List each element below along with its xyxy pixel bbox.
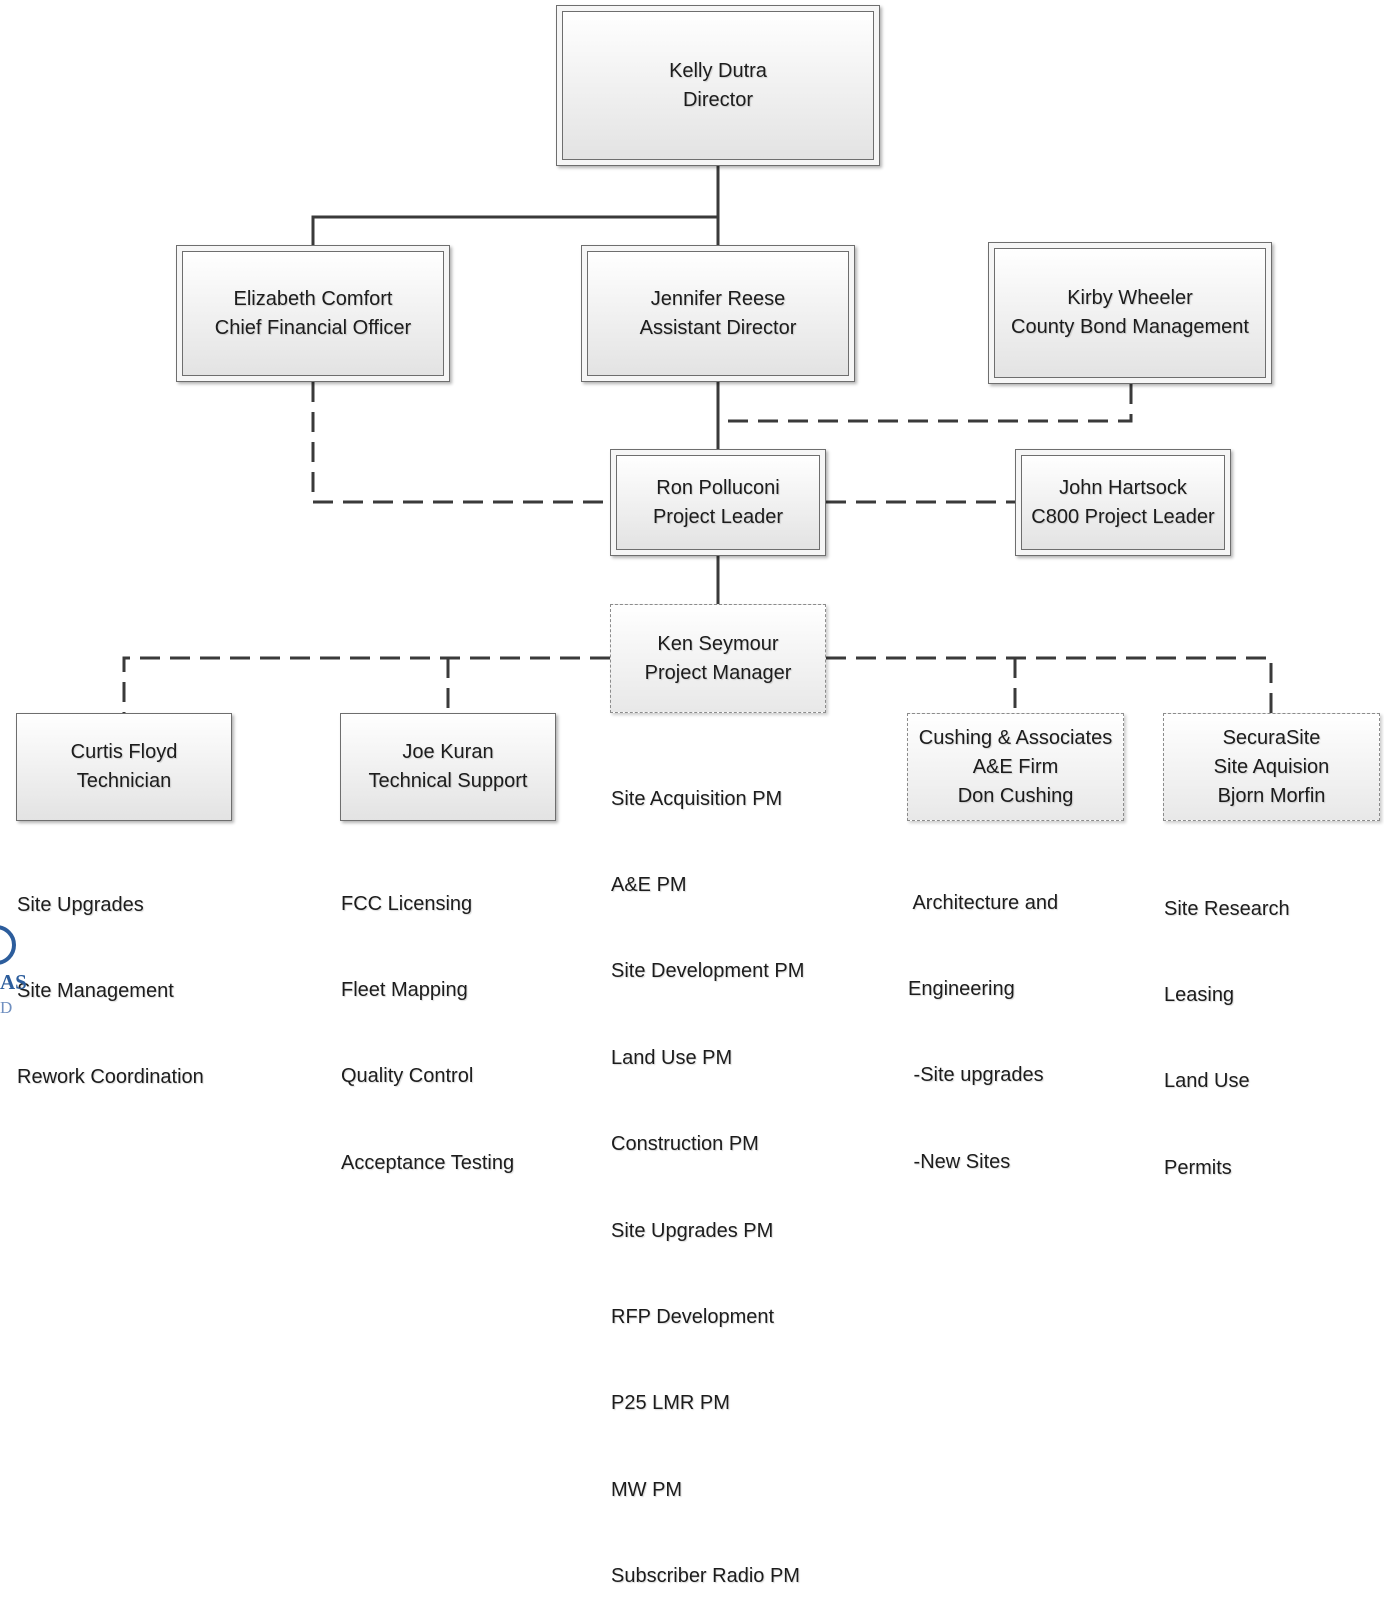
assistant-director-box-inner: Jennifer Reese Assistant Director xyxy=(587,251,849,376)
assistant-director-title: Assistant Director xyxy=(639,316,797,339)
list-item: Quality Control xyxy=(341,1065,474,1088)
list-item: A&E PM xyxy=(611,873,687,896)
c800-project-leader-title: C800 Project Leader xyxy=(1031,505,1215,528)
ae-firm-company: Cushing & Associates xyxy=(918,726,1113,749)
technical-support-title: Technical Support xyxy=(368,770,528,792)
ae-firm-responsibilities: Architecture and Engineering -Site upgra… xyxy=(908,831,1058,1205)
dashed-connector-technician xyxy=(122,656,610,713)
ae-firm-title: A&E Firm xyxy=(972,755,1059,778)
dashed-connector-site-acquisition-firm xyxy=(826,656,1273,713)
list-item: Engineering xyxy=(908,977,1015,1000)
technical-support-name: Joe Kuran xyxy=(402,741,494,763)
assistant-director-box: Jennifer Reese Assistant Director xyxy=(581,245,855,382)
director-box-inner: Kelly Dutra Director xyxy=(562,11,874,160)
project-manager-title: Project Manager xyxy=(644,661,792,684)
cfo-name: Elizabeth Comfort xyxy=(233,287,393,310)
site-acquisition-firm-title: Site Aquision xyxy=(1213,755,1330,778)
list-item: Subscriber Radio PM xyxy=(611,1565,800,1588)
logo-text-top: AS xyxy=(0,970,27,994)
bond-management-name: Kirby Wheeler xyxy=(1067,287,1193,309)
site-acquisition-firm-contact: Bjorn Morfin xyxy=(1217,784,1326,807)
list-item: RFP Development xyxy=(611,1305,775,1328)
list-item: Site Management xyxy=(17,979,174,1002)
technical-support-box: Joe Kuran Technical Support xyxy=(340,713,556,821)
site-acquisition-firm-company: SecuraSite xyxy=(1222,726,1321,749)
ae-firm-box: Cushing & Associates A&E Firm Don Cushin… xyxy=(907,713,1124,821)
ae-firm-contact: Don Cushing xyxy=(957,784,1074,807)
dashed-connector-cfo-to-project-leader xyxy=(311,382,610,504)
list-item: Land Use xyxy=(1164,1070,1250,1093)
list-item: Land Use PM xyxy=(611,1046,733,1069)
project-manager-responsibilities: Site Acquisition PM A&E PM Site Developm… xyxy=(611,727,804,1620)
bond-management-box: Kirby Wheeler County Bond Management xyxy=(988,242,1272,384)
list-item: Permits xyxy=(1164,1156,1232,1179)
list-item: Site Development PM xyxy=(611,960,805,983)
list-item: Leasing xyxy=(1164,983,1235,1006)
director-box: Kelly Dutra Director xyxy=(556,5,880,166)
list-item: Site Acquisition PM xyxy=(611,787,783,810)
list-item: P25 LMR PM xyxy=(611,1392,730,1415)
technician-box: Curtis Floyd Technician xyxy=(16,713,232,821)
assistant-director-name: Jennifer Reese xyxy=(650,287,786,310)
list-item: -Site upgrades xyxy=(908,1064,1044,1087)
project-leader-name: Ron Polluconi xyxy=(656,476,780,499)
connector-director-to-cfo xyxy=(311,215,718,245)
c800-project-leader-name: John Hartsock xyxy=(1059,476,1187,499)
project-leader-box: Ron Polluconi Project Leader xyxy=(610,449,826,556)
list-item: Site Research xyxy=(1164,897,1290,920)
list-item: FCC Licensing xyxy=(341,892,473,915)
c800-project-leader-box: John Hartsock C800 Project Leader xyxy=(1015,449,1231,556)
list-item: Rework Coordination xyxy=(17,1066,204,1089)
site-acquisition-firm-box: SecuraSite Site Aquision Bjorn Morfin xyxy=(1163,713,1380,821)
c800-project-leader-box-inner: John Hartsock C800 Project Leader xyxy=(1021,455,1225,550)
technician-title: Technician xyxy=(76,770,172,792)
bond-management-box-inner: Kirby Wheeler County Bond Management xyxy=(994,248,1266,378)
project-manager-box: Ken Seymour Project Manager xyxy=(610,604,826,713)
cfo-title: Chief Financial Officer xyxy=(214,316,412,339)
site-acquisition-firm-responsibilities: Site Research Leasing Land Use Permits xyxy=(1164,837,1290,1211)
cfo-box-inner: Elizabeth Comfort Chief Financial Office… xyxy=(182,251,444,376)
org-chart-connectors xyxy=(122,166,1273,713)
organization-logo: AS D xyxy=(0,925,27,1016)
cfo-box: Elizabeth Comfort Chief Financial Office… xyxy=(176,245,450,382)
list-item: Site Upgrades PM xyxy=(611,1219,774,1242)
bond-management-title: County Bond Management xyxy=(1011,316,1249,338)
technician-name: Curtis Floyd xyxy=(70,741,178,763)
logo-text-bottom: D xyxy=(0,998,12,1016)
list-item: Acceptance Testing xyxy=(341,1151,515,1174)
technical-support-responsibilities: FCC Licensing Fleet Mapping Quality Cont… xyxy=(341,832,514,1206)
project-leader-title: Project Leader xyxy=(652,505,784,528)
project-leader-box-inner: Ron Polluconi Project Leader xyxy=(616,455,820,550)
list-item: MW PM xyxy=(611,1478,683,1501)
logo-ring-icon xyxy=(0,925,16,965)
list-item: Fleet Mapping xyxy=(341,978,468,1001)
list-item: Construction PM xyxy=(611,1133,759,1156)
list-item: Site Upgrades xyxy=(17,893,144,916)
director-title: Director xyxy=(682,88,753,111)
director-name: Kelly Dutra xyxy=(669,59,767,82)
dashed-connector-bond-management xyxy=(718,384,1133,423)
list-item: Architecture and xyxy=(908,891,1059,914)
project-manager-name: Ken Seymour xyxy=(657,632,779,655)
list-item: -New Sites xyxy=(908,1150,1011,1173)
